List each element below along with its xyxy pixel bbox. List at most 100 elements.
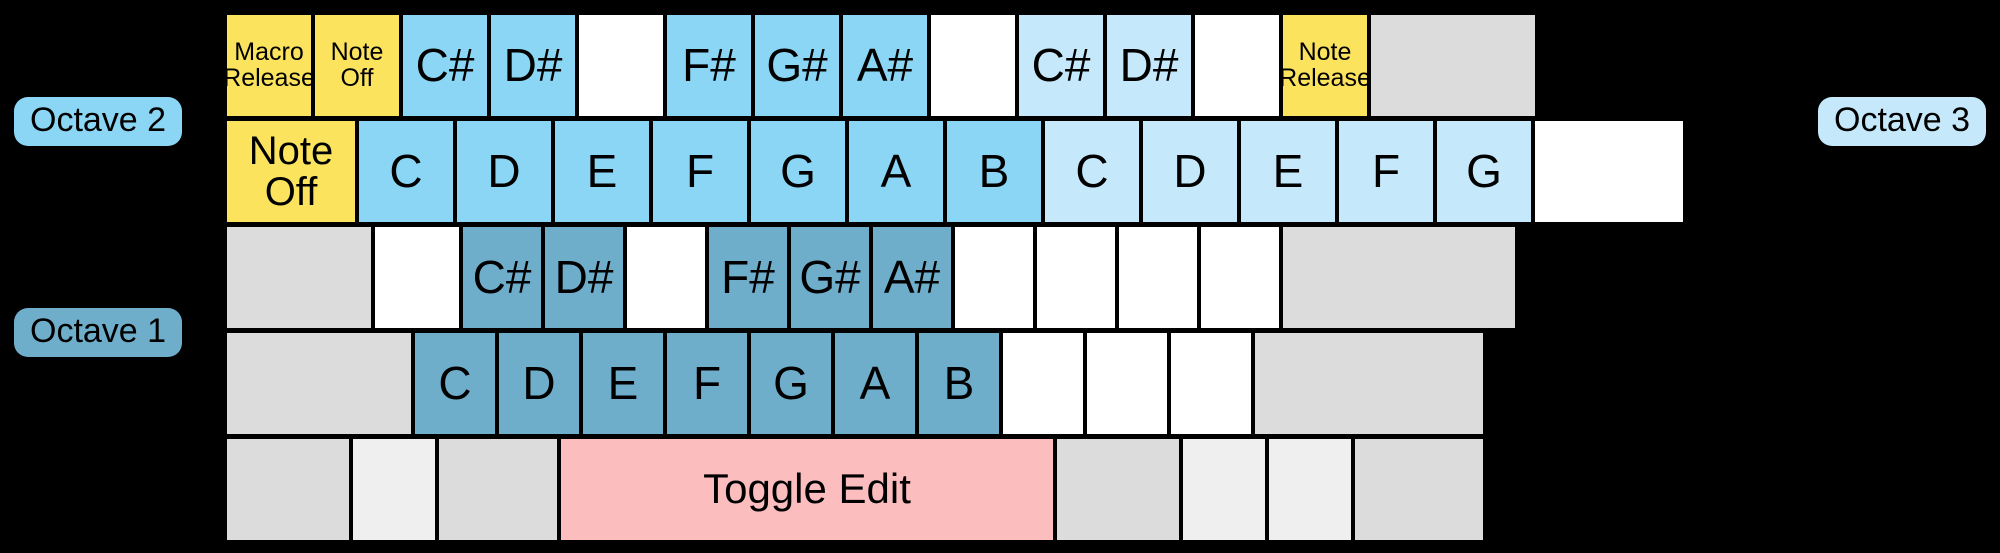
- key-label: Macro: [234, 38, 304, 66]
- key-label: C: [389, 145, 423, 198]
- key-f[interactable]: F: [665, 331, 749, 436]
- key-c[interactable]: C: [1043, 119, 1141, 224]
- key-d[interactable]: D: [455, 119, 553, 224]
- key-label: F: [1371, 145, 1401, 198]
- key-blank-3-0[interactable]: [225, 331, 413, 436]
- octave-label-left-lower: Octave 1: [14, 308, 183, 357]
- key-label: D: [522, 357, 556, 410]
- key-blank-2-1[interactable]: [373, 225, 461, 330]
- key-e[interactable]: E: [1239, 119, 1337, 224]
- key-blank-4-5[interactable]: [1181, 437, 1267, 542]
- key-label: Off: [340, 63, 374, 92]
- key-blank-3-11[interactable]: [1253, 331, 1485, 436]
- key-e[interactable]: E: [553, 119, 651, 224]
- key-a[interactable]: A: [833, 331, 917, 436]
- key-blank-0-4[interactable]: [577, 13, 665, 118]
- key-blank-4-7[interactable]: [1353, 437, 1485, 542]
- key-label: C#: [415, 39, 475, 92]
- key-blank-2-0[interactable]: [225, 225, 373, 330]
- key-d[interactable]: D: [497, 331, 581, 436]
- key-fsharp[interactable]: F#: [707, 225, 789, 330]
- key-label: D#: [1119, 39, 1179, 92]
- key-g[interactable]: G: [749, 331, 833, 436]
- key-blank-1-13[interactable]: [1533, 119, 1685, 224]
- key-label: G#: [766, 39, 828, 92]
- key-g[interactable]: G: [1435, 119, 1533, 224]
- key-d[interactable]: D: [1141, 119, 1239, 224]
- key-blank-3-10[interactable]: [1169, 331, 1253, 436]
- key-label: Release: [225, 63, 313, 92]
- key-blank-4-1[interactable]: [351, 437, 437, 542]
- key-label: D: [487, 145, 521, 198]
- key-blank-0-13[interactable]: [1369, 13, 1537, 118]
- key-blank-4-4[interactable]: [1055, 437, 1181, 542]
- key-f[interactable]: F: [651, 119, 749, 224]
- key-label: Toggle Edit: [703, 465, 911, 513]
- key-label: D: [1173, 145, 1207, 198]
- key-dsharp[interactable]: D#: [1105, 13, 1193, 118]
- key-blank-3-9[interactable]: [1085, 331, 1169, 436]
- key-c[interactable]: C: [413, 331, 497, 436]
- key-gsharp[interactable]: G#: [753, 13, 841, 118]
- key-blank-4-0[interactable]: [225, 437, 351, 542]
- key-b[interactable]: B: [945, 119, 1043, 224]
- octave-label-right-upper: Octave 3: [1818, 97, 1987, 146]
- key-label: C#: [472, 251, 532, 304]
- key-fsharp[interactable]: F#: [665, 13, 753, 118]
- row-5-spacebar: Toggle Edit: [225, 437, 1485, 542]
- key-blank-4-6[interactable]: [1267, 437, 1353, 542]
- key-blank-0-11[interactable]: [1193, 13, 1281, 118]
- key-csharp[interactable]: C#: [401, 13, 489, 118]
- key-label: Release: [1281, 63, 1369, 92]
- key-asharp[interactable]: A#: [871, 225, 953, 330]
- key-label: B: [978, 145, 1010, 198]
- key-g[interactable]: G: [749, 119, 847, 224]
- key-blank-2-9[interactable]: [1035, 225, 1117, 330]
- key-label: C: [1075, 145, 1109, 198]
- key-e[interactable]: E: [581, 331, 665, 436]
- key-label: A: [880, 145, 912, 198]
- key-label: E: [607, 357, 639, 410]
- key-dsharp[interactable]: D#: [543, 225, 625, 330]
- key-label: E: [1272, 145, 1304, 198]
- key-csharp[interactable]: C#: [461, 225, 543, 330]
- key-label: G: [773, 357, 809, 410]
- key-gsharp[interactable]: G#: [789, 225, 871, 330]
- key-label: F: [685, 145, 715, 198]
- key-label: G: [1466, 145, 1502, 198]
- key-label: B: [943, 357, 975, 410]
- octave-label-left-upper: Octave 2: [14, 97, 183, 146]
- key-blank-2-11[interactable]: [1199, 225, 1281, 330]
- key-b[interactable]: B: [917, 331, 1001, 436]
- key-toggle-edit[interactable]: Toggle Edit: [559, 437, 1055, 542]
- key-dsharp[interactable]: D#: [489, 13, 577, 118]
- key-blank-3-8[interactable]: [1001, 331, 1085, 436]
- key-label: G: [780, 145, 816, 198]
- key-blank-2-8[interactable]: [953, 225, 1035, 330]
- key-asharp[interactable]: A#: [841, 13, 929, 118]
- row-3-asdf: C#D# F#G#A#: [225, 225, 1517, 330]
- key-label: D#: [503, 39, 563, 92]
- key-blank-2-10[interactable]: [1117, 225, 1199, 330]
- key-label: C: [438, 357, 472, 410]
- key-blank-2-12[interactable]: [1281, 225, 1517, 330]
- octave-label-text: Octave 1: [30, 312, 167, 350]
- key-label: F#: [682, 39, 736, 92]
- key-f[interactable]: F: [1337, 119, 1435, 224]
- key-blank-0-8[interactable]: [929, 13, 1017, 118]
- key-c[interactable]: C: [357, 119, 455, 224]
- key-label: Note: [1298, 38, 1352, 66]
- key-blank-4-2[interactable]: [437, 437, 559, 542]
- key-a[interactable]: A: [847, 119, 945, 224]
- key-csharp[interactable]: C#: [1017, 13, 1105, 118]
- key-label: C#: [1031, 39, 1091, 92]
- key-blank-2-4[interactable]: [625, 225, 707, 330]
